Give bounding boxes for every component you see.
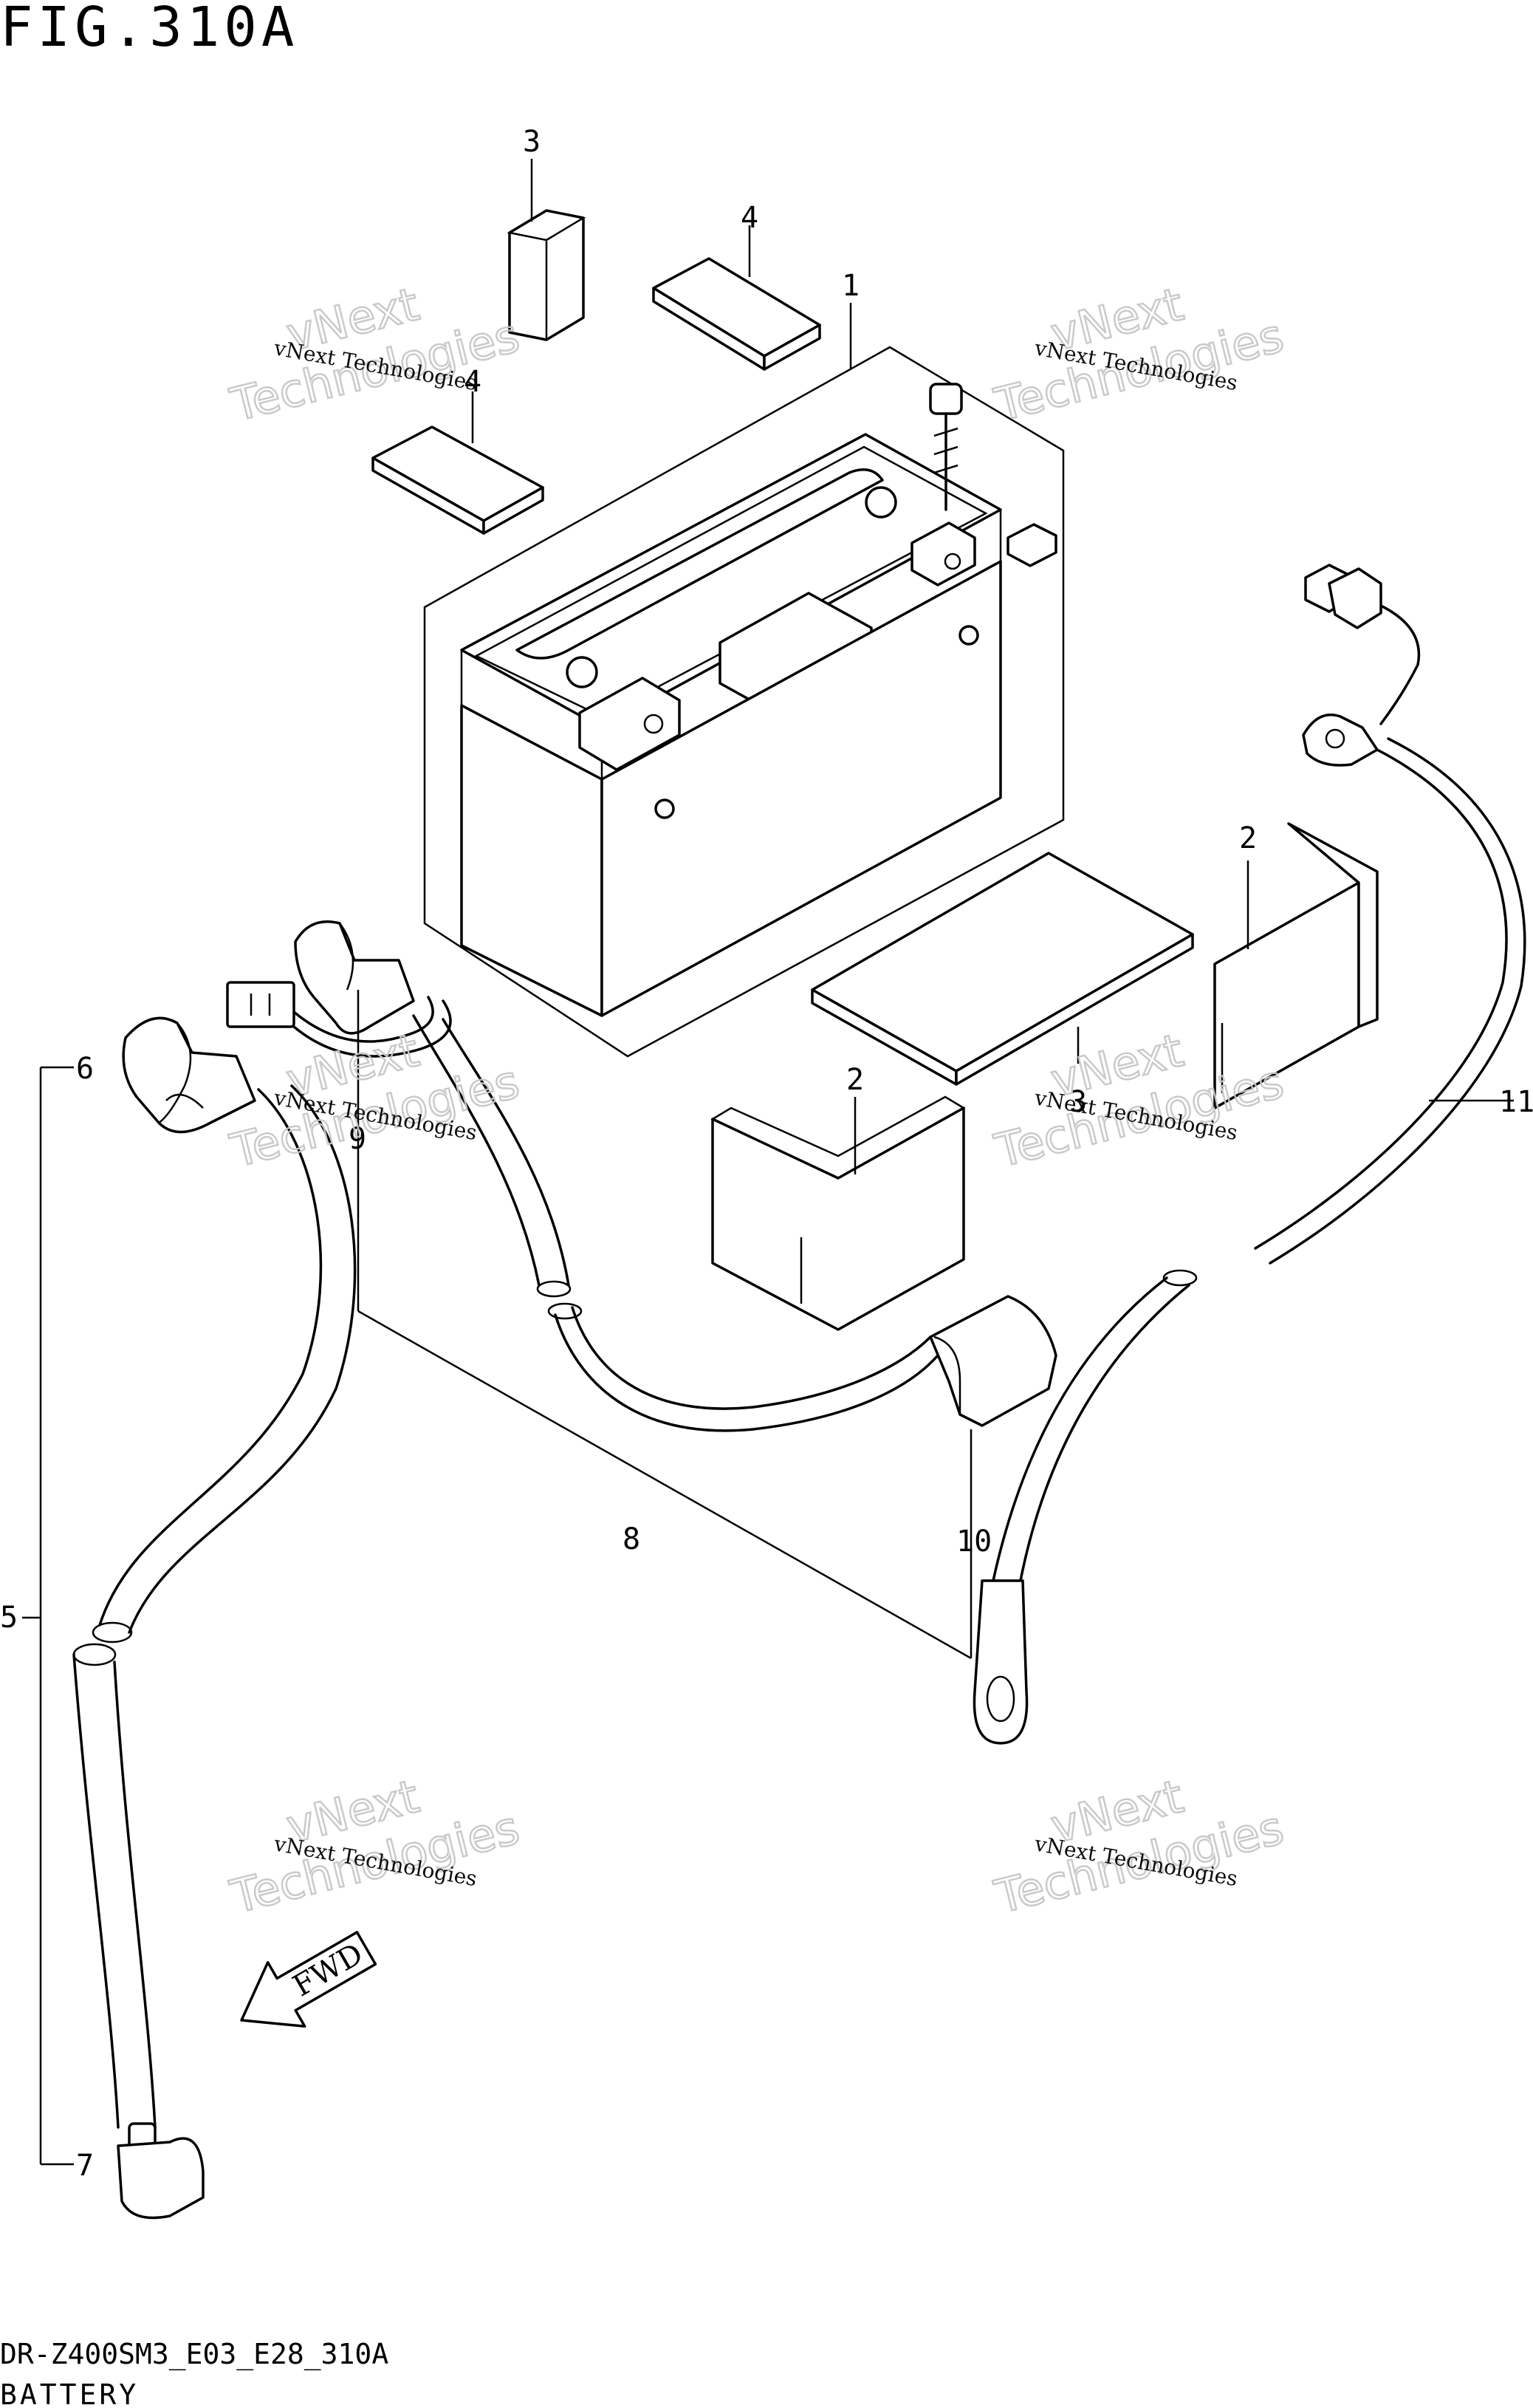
figure-title: FIG.310A xyxy=(0,0,298,59)
fwd-arrow: FWD xyxy=(240,1931,377,2028)
fwd-label: FWD xyxy=(287,1937,368,2003)
section-name: BATTERY xyxy=(0,2378,139,2408)
callout-7: 7 xyxy=(76,2149,94,2183)
callout-3-mat: 3 xyxy=(1069,1085,1087,1119)
callout-10: 10 xyxy=(956,1525,992,1559)
callout-1: 1 xyxy=(842,269,860,303)
cable-part-11 xyxy=(973,564,1526,1745)
callout-4-lower: 4 xyxy=(464,365,481,399)
mat-part-3 xyxy=(811,852,1194,1086)
callout-8: 8 xyxy=(623,1522,640,1556)
model-code: DR-Z400SM3_E03_E28_310A xyxy=(0,2338,388,2371)
cable-part-8 xyxy=(226,920,1057,1432)
pad-part-2-left xyxy=(710,1095,966,1331)
battery xyxy=(423,346,1065,1058)
callout-5: 5 xyxy=(0,1601,18,1635)
callout-9: 9 xyxy=(349,1122,366,1156)
watermark-bottom-left: vNext Technologies vNext Technologies xyxy=(224,1768,526,1925)
callout-11: 11 xyxy=(1499,1085,1533,1119)
watermark-top-left: vNext Technologies vNext Technologies xyxy=(224,276,526,433)
leader-lines xyxy=(22,159,1514,2166)
pad-part-4-upper xyxy=(652,257,821,371)
callout-6: 6 xyxy=(76,1052,94,1086)
cable-part-5 xyxy=(72,1016,357,2220)
callout-2-left: 2 xyxy=(846,1063,864,1097)
pad-part-4-lower xyxy=(371,425,544,535)
callout-3: 3 xyxy=(523,125,541,159)
callout-2-right: 2 xyxy=(1239,821,1257,855)
watermark-top-right: vNext Technologies vNext Technologies xyxy=(989,276,1290,433)
pad-part-3 xyxy=(507,209,586,341)
pad-part-2-right xyxy=(1213,822,1379,1109)
callouts: 3 4 1 4 2 2 3 11 6 9 5 8 10 7 xyxy=(0,125,1533,2183)
callout-4-upper: 4 xyxy=(741,201,758,235)
watermark-bottom-right: vNext Technologies vNext Technologies xyxy=(989,1768,1290,1925)
